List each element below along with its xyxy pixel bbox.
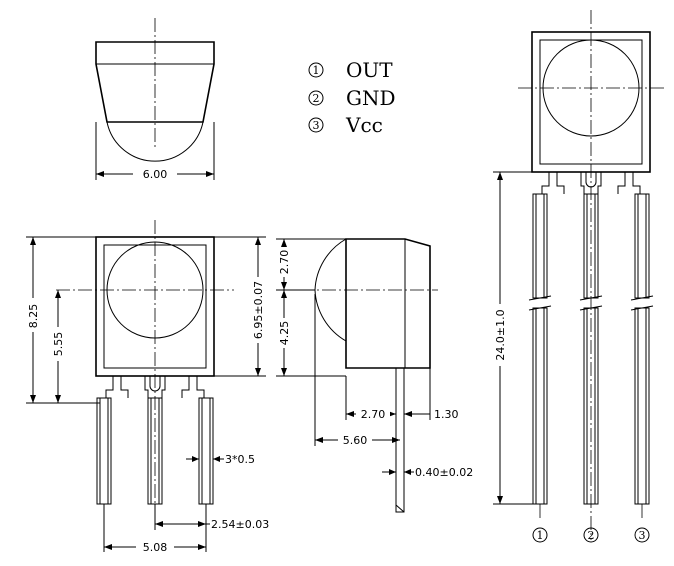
pin-legend-label-gnd: GND: [346, 86, 396, 110]
dim-pin-span: 5.08: [143, 541, 168, 554]
side-view: 2.70 4.25 2.70 1.30 5.60 0.40±0.02: [276, 238, 473, 513]
full-length-view: 24.0±1.0 1 2 3: [493, 10, 664, 543]
dim-side-top: 2.70: [278, 250, 291, 275]
pin-legend-label-vcc: Vcc: [345, 113, 383, 137]
pin-legend-number-3: 3: [313, 119, 320, 132]
dim-front-height-total: 8.25: [27, 304, 40, 329]
dim-front-center-height: 5.55: [52, 332, 65, 357]
dim-lead-thickness: 0.40±0.02: [415, 466, 473, 479]
dim-body-height: 6.95±0.07: [252, 281, 265, 339]
pin-legend-label-out: OUT: [346, 58, 393, 82]
top-view: 6.00: [95, 18, 215, 181]
bottom-pin-number-1: 1: [537, 529, 544, 542]
dim-side-body: 4.25: [278, 321, 291, 346]
front-view: 8.25 5.55 6.95±0.07 3*0.5 2.54±0.03: [26, 220, 269, 554]
dim-side-lens: 2.70: [361, 408, 386, 421]
pin-legend-number-2: 2: [313, 92, 320, 105]
bottom-pin-number-2: 2: [588, 529, 595, 542]
bottom-pin-number-3: 3: [639, 529, 646, 542]
pin-legend-number-1: 1: [313, 64, 320, 77]
dim-side-lead-offset: 1.30: [434, 408, 459, 421]
dim-total-length: 24.0±1.0: [494, 309, 507, 360]
pin-legend-item-gnd: 2 GND: [308, 86, 396, 110]
pin-legend-item-vcc: 3 Vcc: [308, 113, 383, 137]
pin-legend-item-out: 1 OUT: [308, 58, 393, 82]
dim-lead-width: 3*0.5: [225, 453, 255, 466]
bottom-pin-numbers: 1 2 3: [532, 527, 650, 543]
dim-top-width: 6.00: [143, 168, 168, 181]
dim-pin-pitch: 2.54±0.03: [211, 518, 269, 531]
pin-legend: 1 OUT 2 GND 3 Vcc: [308, 58, 396, 137]
dim-side-depth: 5.60: [343, 434, 368, 447]
